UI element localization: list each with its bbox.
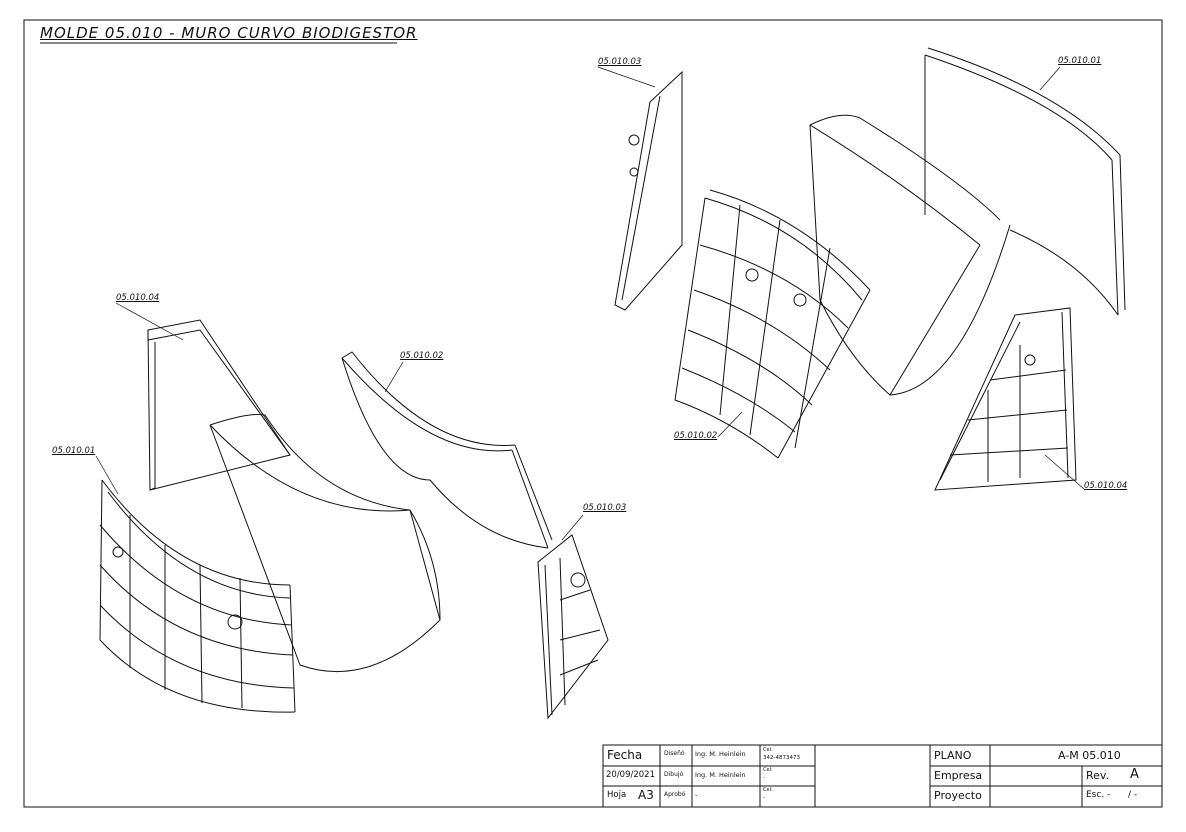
tb-rev-label: Rev.: [1086, 769, 1110, 782]
label-right-03: 05.010.03: [598, 57, 642, 67]
tb-proyecto-label: Proyecto: [934, 789, 982, 802]
tb-fecha-label: Fecha: [607, 748, 643, 762]
right-concrete-wall: [809, 114, 1011, 396]
tb-hoja-value: A3: [638, 788, 654, 802]
left-part-01-frame: [99, 479, 296, 713]
tb-cel-label-1: Cel:: [763, 747, 773, 753]
right-part-03-plate: [614, 70, 683, 311]
tb-fecha-value: 20/09/2021: [606, 770, 655, 780]
right-part-04-frame: [934, 307, 1077, 491]
label-left-02: 05.010.02: [400, 351, 444, 361]
label-left-04: 05.010.04: [116, 293, 160, 303]
tb-cel-2: -: [763, 775, 765, 781]
tb-esc-value: / -: [1128, 790, 1138, 800]
tb-plano-value: A-M 05.010: [1058, 749, 1121, 762]
tb-dibujo-name: Ing. M. Heinlein: [695, 771, 746, 779]
tb-cel-3: -: [763, 795, 765, 801]
tb-plano-label: PLANO: [934, 749, 972, 762]
right-part-02-frame: [674, 189, 871, 459]
tb-cel-1: 342-4873473: [763, 755, 800, 761]
left-part-02-skin: [341, 351, 553, 549]
tb-aprobo-name: -: [695, 791, 698, 799]
tb-rev-value: A: [1130, 767, 1139, 782]
tb-dibujo-label: Dibujó: [664, 771, 684, 778]
tb-cel-label-3: Cel:: [763, 787, 773, 793]
right-part-01-plate: [924, 47, 1126, 316]
left-concrete-wall: [209, 414, 441, 672]
left-part-04-plate: [147, 319, 291, 491]
label-right-02: 05.010.02: [674, 431, 718, 441]
sheet-border: [23, 19, 1163, 808]
left-part-03-frame: [537, 534, 609, 720]
tb-diseno-name: Ing. M. Heinlein: [695, 750, 746, 758]
tb-empresa-label: Empresa: [934, 769, 983, 782]
label-left-01: 05.010.01: [52, 446, 96, 456]
tb-esc-label: Esc. -: [1086, 790, 1111, 800]
tb-aprobo-label: Aprobó: [664, 791, 686, 798]
tb-hoja-label: Hoja: [607, 790, 627, 800]
title-block-grid: [602, 744, 1163, 808]
label-left-03: 05.010.03: [583, 503, 627, 513]
label-right-04: 05.010.04: [1084, 481, 1128, 491]
drawing-title: MOLDE 05.010 - MURO CURVO BIODIGESTOR: [40, 24, 418, 42]
tb-cel-label-2: Cel:: [763, 767, 773, 773]
label-right-01: 05.010.01: [1058, 56, 1102, 66]
tb-diseno-label: Diseñó: [664, 750, 685, 757]
